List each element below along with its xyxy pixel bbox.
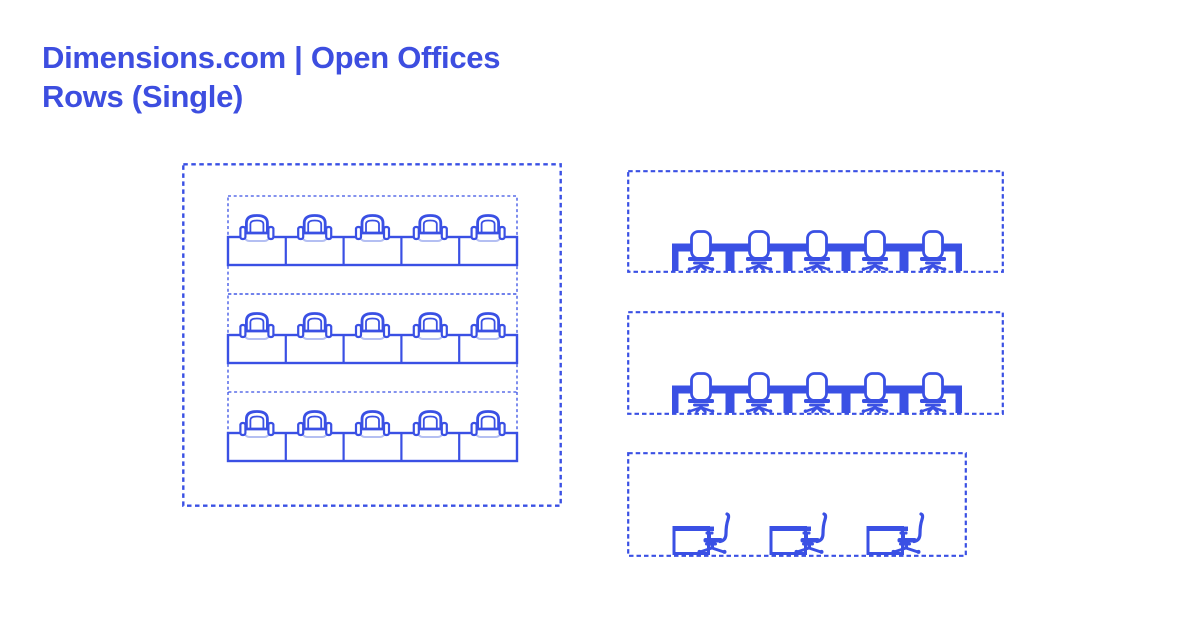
office-chair-top-icon — [354, 214, 391, 242]
desk-support — [783, 251, 793, 271]
page-title: Dimensions.com | Open Offices Rows (Sing… — [42, 38, 501, 116]
side-elevation-diagram — [627, 452, 967, 557]
desk-top — [771, 526, 811, 531]
office-chair-top-icon — [354, 312, 391, 340]
office-chair-front-icon — [745, 372, 773, 414]
desk-leg — [955, 393, 962, 413]
office-chair-top-icon — [412, 410, 448, 438]
office-chair-top-icon — [239, 312, 275, 340]
office-chair-top-icon — [412, 214, 448, 242]
workstation-side-icon — [769, 512, 828, 555]
office-chair-front-icon — [919, 372, 947, 414]
row-boundary — [627, 311, 1004, 415]
office-chair-front-icon — [803, 230, 831, 272]
desk-support — [725, 393, 735, 413]
desk-leg — [955, 251, 962, 271]
office-chair-top-icon — [470, 410, 506, 438]
title-line-2: Rows (Single) — [42, 79, 244, 114]
desk-leg — [672, 251, 679, 271]
desk-row-plan — [226, 214, 519, 267]
title-line-1: Dimensions.com | Open Offices — [42, 40, 501, 75]
desk-top — [674, 526, 714, 531]
front-elevation-diagram-1 — [627, 170, 1004, 273]
workstation-side-icon — [672, 512, 731, 555]
office-chair-front-icon — [919, 230, 947, 272]
office-chair-top-icon — [412, 312, 448, 340]
plan-view-diagram — [182, 163, 562, 507]
front-elevation-diagram-2 — [627, 311, 1004, 415]
desk-support — [841, 251, 851, 271]
office-chair-top-icon — [297, 410, 333, 438]
desk-row-plan — [226, 410, 519, 463]
office-chair-top-icon — [470, 312, 506, 340]
office-chair-top-icon — [239, 214, 275, 242]
office-chair-front-icon — [687, 372, 715, 414]
desk-support — [841, 393, 851, 413]
office-chair-top-icon — [239, 410, 275, 438]
office-chair-top-icon — [297, 312, 333, 340]
desk-support — [783, 393, 793, 413]
office-chair-top-icon — [354, 410, 391, 438]
row-boundary — [627, 170, 1004, 273]
desk-top — [868, 526, 908, 531]
office-chair-front-icon — [803, 372, 831, 414]
row-boundary — [627, 452, 967, 557]
office-chair-front-icon — [861, 230, 889, 272]
desk-row-plan — [226, 312, 519, 365]
desk-support — [899, 393, 909, 413]
desk-support — [725, 251, 735, 271]
room-boundary — [182, 163, 562, 507]
office-chair-front-icon — [745, 230, 773, 272]
desk-leg — [672, 393, 679, 413]
office-chair-top-icon — [297, 214, 333, 242]
office-chair-front-icon — [861, 372, 889, 414]
office-chair-front-icon — [687, 230, 715, 272]
desk-support — [899, 251, 909, 271]
workstation-side-icon — [866, 512, 925, 555]
office-chair-top-icon — [470, 214, 506, 242]
